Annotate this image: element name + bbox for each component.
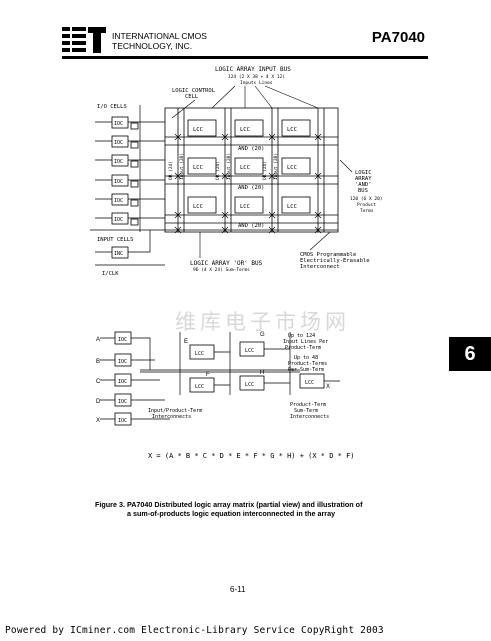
lcc-label: LCC xyxy=(195,351,204,357)
letter-d: D xyxy=(96,399,101,405)
up-to-124-1: Up to 124 xyxy=(288,333,315,339)
and-array-line1: LOGIC xyxy=(355,170,372,176)
and-array-formula: 120 (6 X 20) xyxy=(350,196,383,202)
figure-caption: Figure 3. PA7040 Distributed logic array… xyxy=(95,500,425,518)
lcc-label: LCC xyxy=(240,165,250,171)
lcc-label: LCC xyxy=(195,384,204,390)
gate-label-f: F xyxy=(206,372,210,378)
up-to-124-3: Product-Term xyxy=(285,345,321,351)
logic-control-line1: LOGIC CONTROL xyxy=(172,88,216,94)
up-to-48-1: Up to 48 xyxy=(294,355,318,361)
pt-st-2: Sum-Term xyxy=(294,408,318,414)
input-label: Input (20) xyxy=(179,153,185,180)
lcc-label: LCC xyxy=(193,127,203,133)
input-bus-lines: Inputs Lines xyxy=(240,80,273,86)
x-out-label: X xyxy=(326,384,330,390)
gate-label-g: G xyxy=(260,332,265,338)
or-bus-sub: 96 (4 X 24) Sum-Terms xyxy=(193,267,250,273)
ioc-label: IOC xyxy=(118,399,127,405)
ioc-label: IOC xyxy=(114,198,123,204)
ioc-cells xyxy=(111,116,139,259)
or-label: OR (24) xyxy=(262,161,268,180)
lcc-label: LCC xyxy=(287,127,297,133)
company-name: INTERNATIONAL CMOS TECHNOLOGY, INC. xyxy=(112,31,207,51)
letter-a: A xyxy=(96,337,100,343)
caption-line-2: a sum-of-products logic equation interco… xyxy=(127,509,336,518)
watermark: 维库电子市场网 xyxy=(175,310,350,334)
lcc-label: LCC xyxy=(245,382,254,388)
header-rule xyxy=(62,56,428,59)
or-bus-title: LOGIC ARRAY 'OR' BUS xyxy=(190,260,263,267)
page-number: 6-11 xyxy=(230,585,246,594)
input-bus-formula: 124 (2 X 38 + 4 X 12) xyxy=(228,74,285,80)
cmos-line1: CMOS Programmable xyxy=(300,252,356,258)
caption-line-1: Figure 3. PA7040 Distributed logic array… xyxy=(95,500,363,509)
letter-c: C xyxy=(96,379,101,385)
gate-label-h: H xyxy=(260,370,264,376)
letter-b: B xyxy=(96,359,100,365)
iclk-label: I/CLK xyxy=(102,271,119,277)
ioc-label: IOC xyxy=(118,379,127,385)
and-label: AND (20) xyxy=(238,185,265,191)
input-cells-label: INPUT CELLS xyxy=(97,237,133,243)
ioc-label: IOC xyxy=(118,337,127,343)
cmos-line2: Electrically-Erasable xyxy=(300,258,370,264)
ipt-1: Input/Product-Term xyxy=(148,408,202,414)
logic-array-diagram: LCC LCC LCC LCC LCC LCC LCC LCC LCC AND … xyxy=(90,66,383,460)
ioc-label: IOC xyxy=(114,217,123,223)
and-array-line4: BUS xyxy=(358,188,368,194)
ioc-label: IOC xyxy=(114,121,123,127)
ioc-label: IOC xyxy=(114,159,123,165)
lcc-blocks xyxy=(187,119,311,214)
pt-st-3: Interconnects xyxy=(290,414,329,420)
and-array-line2: ARRAY xyxy=(355,176,372,182)
ipt-2: Interconnects xyxy=(152,414,191,420)
up-to-48-2: Product-Terms xyxy=(288,361,327,367)
input-bus-title: LOGIC ARRAY INPUT BUS xyxy=(215,66,291,73)
lcc-label: LCC xyxy=(305,380,314,386)
company-line-2: TECHNOLOGY, INC. xyxy=(112,41,193,51)
interconnect-marks xyxy=(174,133,322,234)
input-label: Input (20) xyxy=(226,153,232,180)
and-array-sub1: Product xyxy=(357,202,376,208)
sop-equation: X = (A * B * C * D * E * F * G * H) + (X… xyxy=(148,452,355,460)
lcc-label: LCC xyxy=(240,204,250,210)
inc-label: INC xyxy=(114,251,123,257)
up-to-48-3: Per Sum-Term xyxy=(288,367,324,373)
lcc-label: LCC xyxy=(287,204,297,210)
gate-label-e: E xyxy=(184,339,188,345)
lcc-label: LCC xyxy=(287,165,297,171)
or-label: OR (24) xyxy=(168,161,174,180)
io-cells-label: I/O CELLS xyxy=(97,104,127,110)
and-array-sub2: Terms xyxy=(360,208,374,214)
pt-st-1: Product-Term xyxy=(290,402,326,408)
and-array-line3: 'AND' xyxy=(355,182,372,188)
ioc-label: IOC xyxy=(114,140,123,146)
ioc-label: IOC xyxy=(114,179,123,185)
up-to-124-2: Input Lines Per xyxy=(283,339,328,345)
ioc-label: IOC xyxy=(118,418,127,424)
lcc-label: LCC xyxy=(193,204,203,210)
ioc-label: IOC xyxy=(118,359,127,365)
input-label: Input (20) xyxy=(273,153,279,180)
letter-x: X xyxy=(96,418,100,424)
section-tab: 6 xyxy=(449,337,491,371)
lcc-label: LCC xyxy=(240,127,250,133)
and-label: AND (20) xyxy=(238,223,265,229)
company-line-1: INTERNATIONAL CMOS xyxy=(112,31,207,41)
lcc-label: LCC xyxy=(245,348,254,354)
and-label: AND (20) xyxy=(238,146,265,152)
part-number: PA7040 xyxy=(371,29,425,46)
lcc-label: LCC xyxy=(193,165,203,171)
logic-control-line2: CELL xyxy=(185,94,199,100)
ict-logo xyxy=(62,27,106,53)
or-label: OR (24) xyxy=(215,161,221,180)
footer-credit: Powered by ICminer.com Electronic-Librar… xyxy=(5,625,384,636)
cmos-line3: Interconnect xyxy=(300,264,340,270)
sop-cells xyxy=(114,331,325,426)
